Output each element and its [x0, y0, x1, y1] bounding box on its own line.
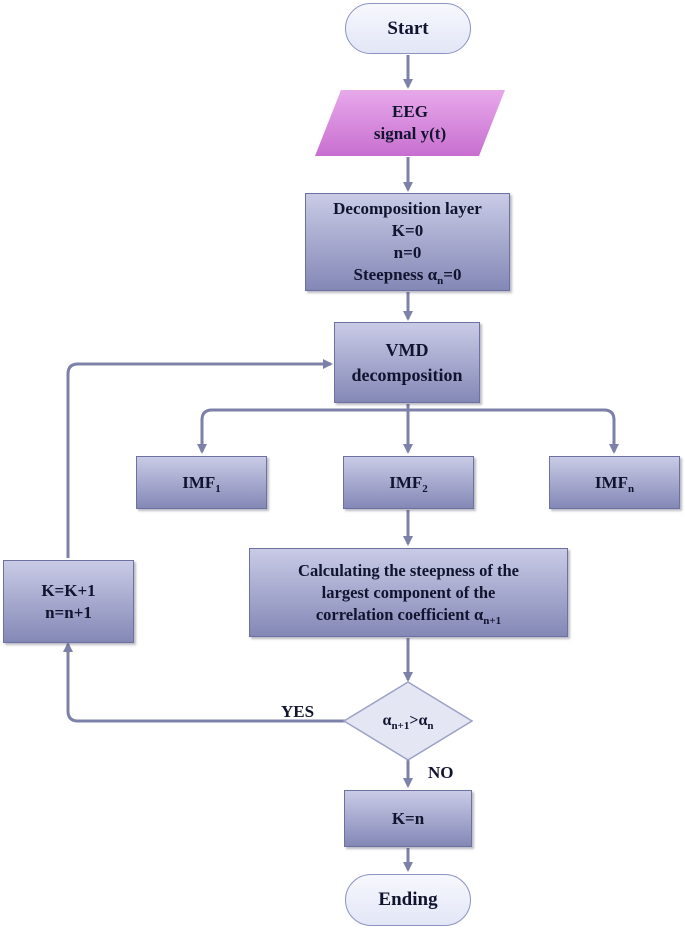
start-label: Start [387, 17, 429, 39]
imf2-label: IMF2 [389, 472, 428, 495]
update-k-label: K=K+1 [41, 580, 96, 600]
eeg-label-line2: signal y(t) [373, 124, 447, 143]
vmd-decomposition-box: VMD decomposition [334, 322, 480, 403]
decomposition-layer-box: Decomposition layer K=0 n=0 Steepness αn… [305, 193, 510, 291]
decomposition-layer-steepness: Steepness αn=0 [353, 265, 462, 287]
imf1-label: IMF1 [182, 472, 221, 495]
calc-label-line1: Calculating the steepness of the [298, 560, 519, 580]
calc-steepness-box: Calculating the steepness of the largest… [249, 548, 568, 637]
decomposition-layer-n: n=0 [393, 243, 422, 262]
imfn-label: IMFn [594, 472, 635, 495]
k-equals-n-box: K=n [344, 790, 472, 847]
arrow-update-to-vmd [66, 359, 333, 558]
decision-diamond [342, 681, 474, 761]
k-equals-n-label: K=n [391, 808, 425, 828]
eeg-label-line1: EEG [392, 102, 428, 121]
no-edge-label: NO [428, 763, 454, 782]
imf2-box: IMF2 [343, 456, 474, 509]
imf1-box: IMF1 [136, 456, 267, 509]
vmd-label-line2: decomposition [351, 364, 463, 385]
calc-label-line2: largest component of the [321, 582, 496, 602]
ending-label: Ending [378, 889, 438, 910]
decomposition-layer-title: Decomposition layer [333, 199, 482, 218]
start-terminal: Start [345, 3, 471, 54]
vmd-label-line1: VMD [385, 339, 429, 360]
decomposition-layer-k: K=0 [391, 221, 424, 240]
imfn-box: IMFn [549, 456, 680, 509]
ending-terminal: Ending [345, 874, 471, 926]
decision-condition: αn+1>αn [354, 709, 462, 733]
arrow-decision-yes-to-update [63, 642, 346, 723]
arrow-vmd-to-imf1 [197, 408, 408, 454]
calc-label-line3: correlation coefficient αn+1 [315, 604, 502, 627]
update-counters-box: K=K+1 n=n+1 [3, 560, 134, 643]
update-n-label: n=n+1 [45, 602, 92, 622]
yes-edge-label: YES [281, 702, 315, 721]
arrow-vmd-to-imfn [408, 408, 619, 454]
decision-condition-label: αn+1>αn [382, 712, 434, 732]
eeg-input-parallelogram: EEG signal y(t) [315, 90, 505, 156]
